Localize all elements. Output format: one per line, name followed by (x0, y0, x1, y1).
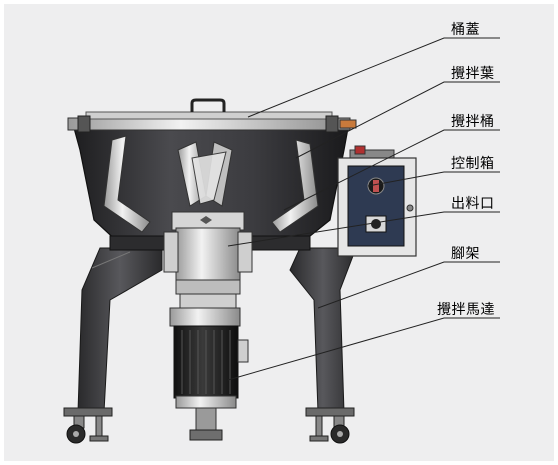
leader-legs (317, 261, 500, 309)
leader-lines (227, 37, 500, 381)
caster-right (305, 407, 355, 444)
label-outlet: 出料口 (451, 196, 495, 212)
label-lid: 桶蓋 (451, 22, 480, 38)
label-barrel: 攪拌桶 (451, 114, 495, 130)
leader-lid (247, 37, 500, 118)
mixer-motor (169, 293, 249, 441)
label-blades: 攪拌葉 (451, 66, 495, 82)
leg-right (289, 247, 357, 413)
leader-blades (295, 81, 500, 159)
barrel-lid (67, 98, 357, 133)
leader-outlet (227, 211, 500, 247)
label-motor: 攪拌馬達 (437, 302, 495, 318)
caster-left (63, 407, 113, 444)
label-control-box: 控制箱 (451, 156, 495, 172)
leg-left (77, 247, 163, 413)
mixing-blades (103, 135, 319, 233)
leader-motor (227, 317, 500, 381)
control-box (337, 145, 417, 257)
leader-barrel (283, 129, 500, 211)
leader-control-box (367, 171, 500, 187)
label-legs: 腳架 (451, 246, 480, 262)
discharge-outlet (163, 211, 253, 295)
